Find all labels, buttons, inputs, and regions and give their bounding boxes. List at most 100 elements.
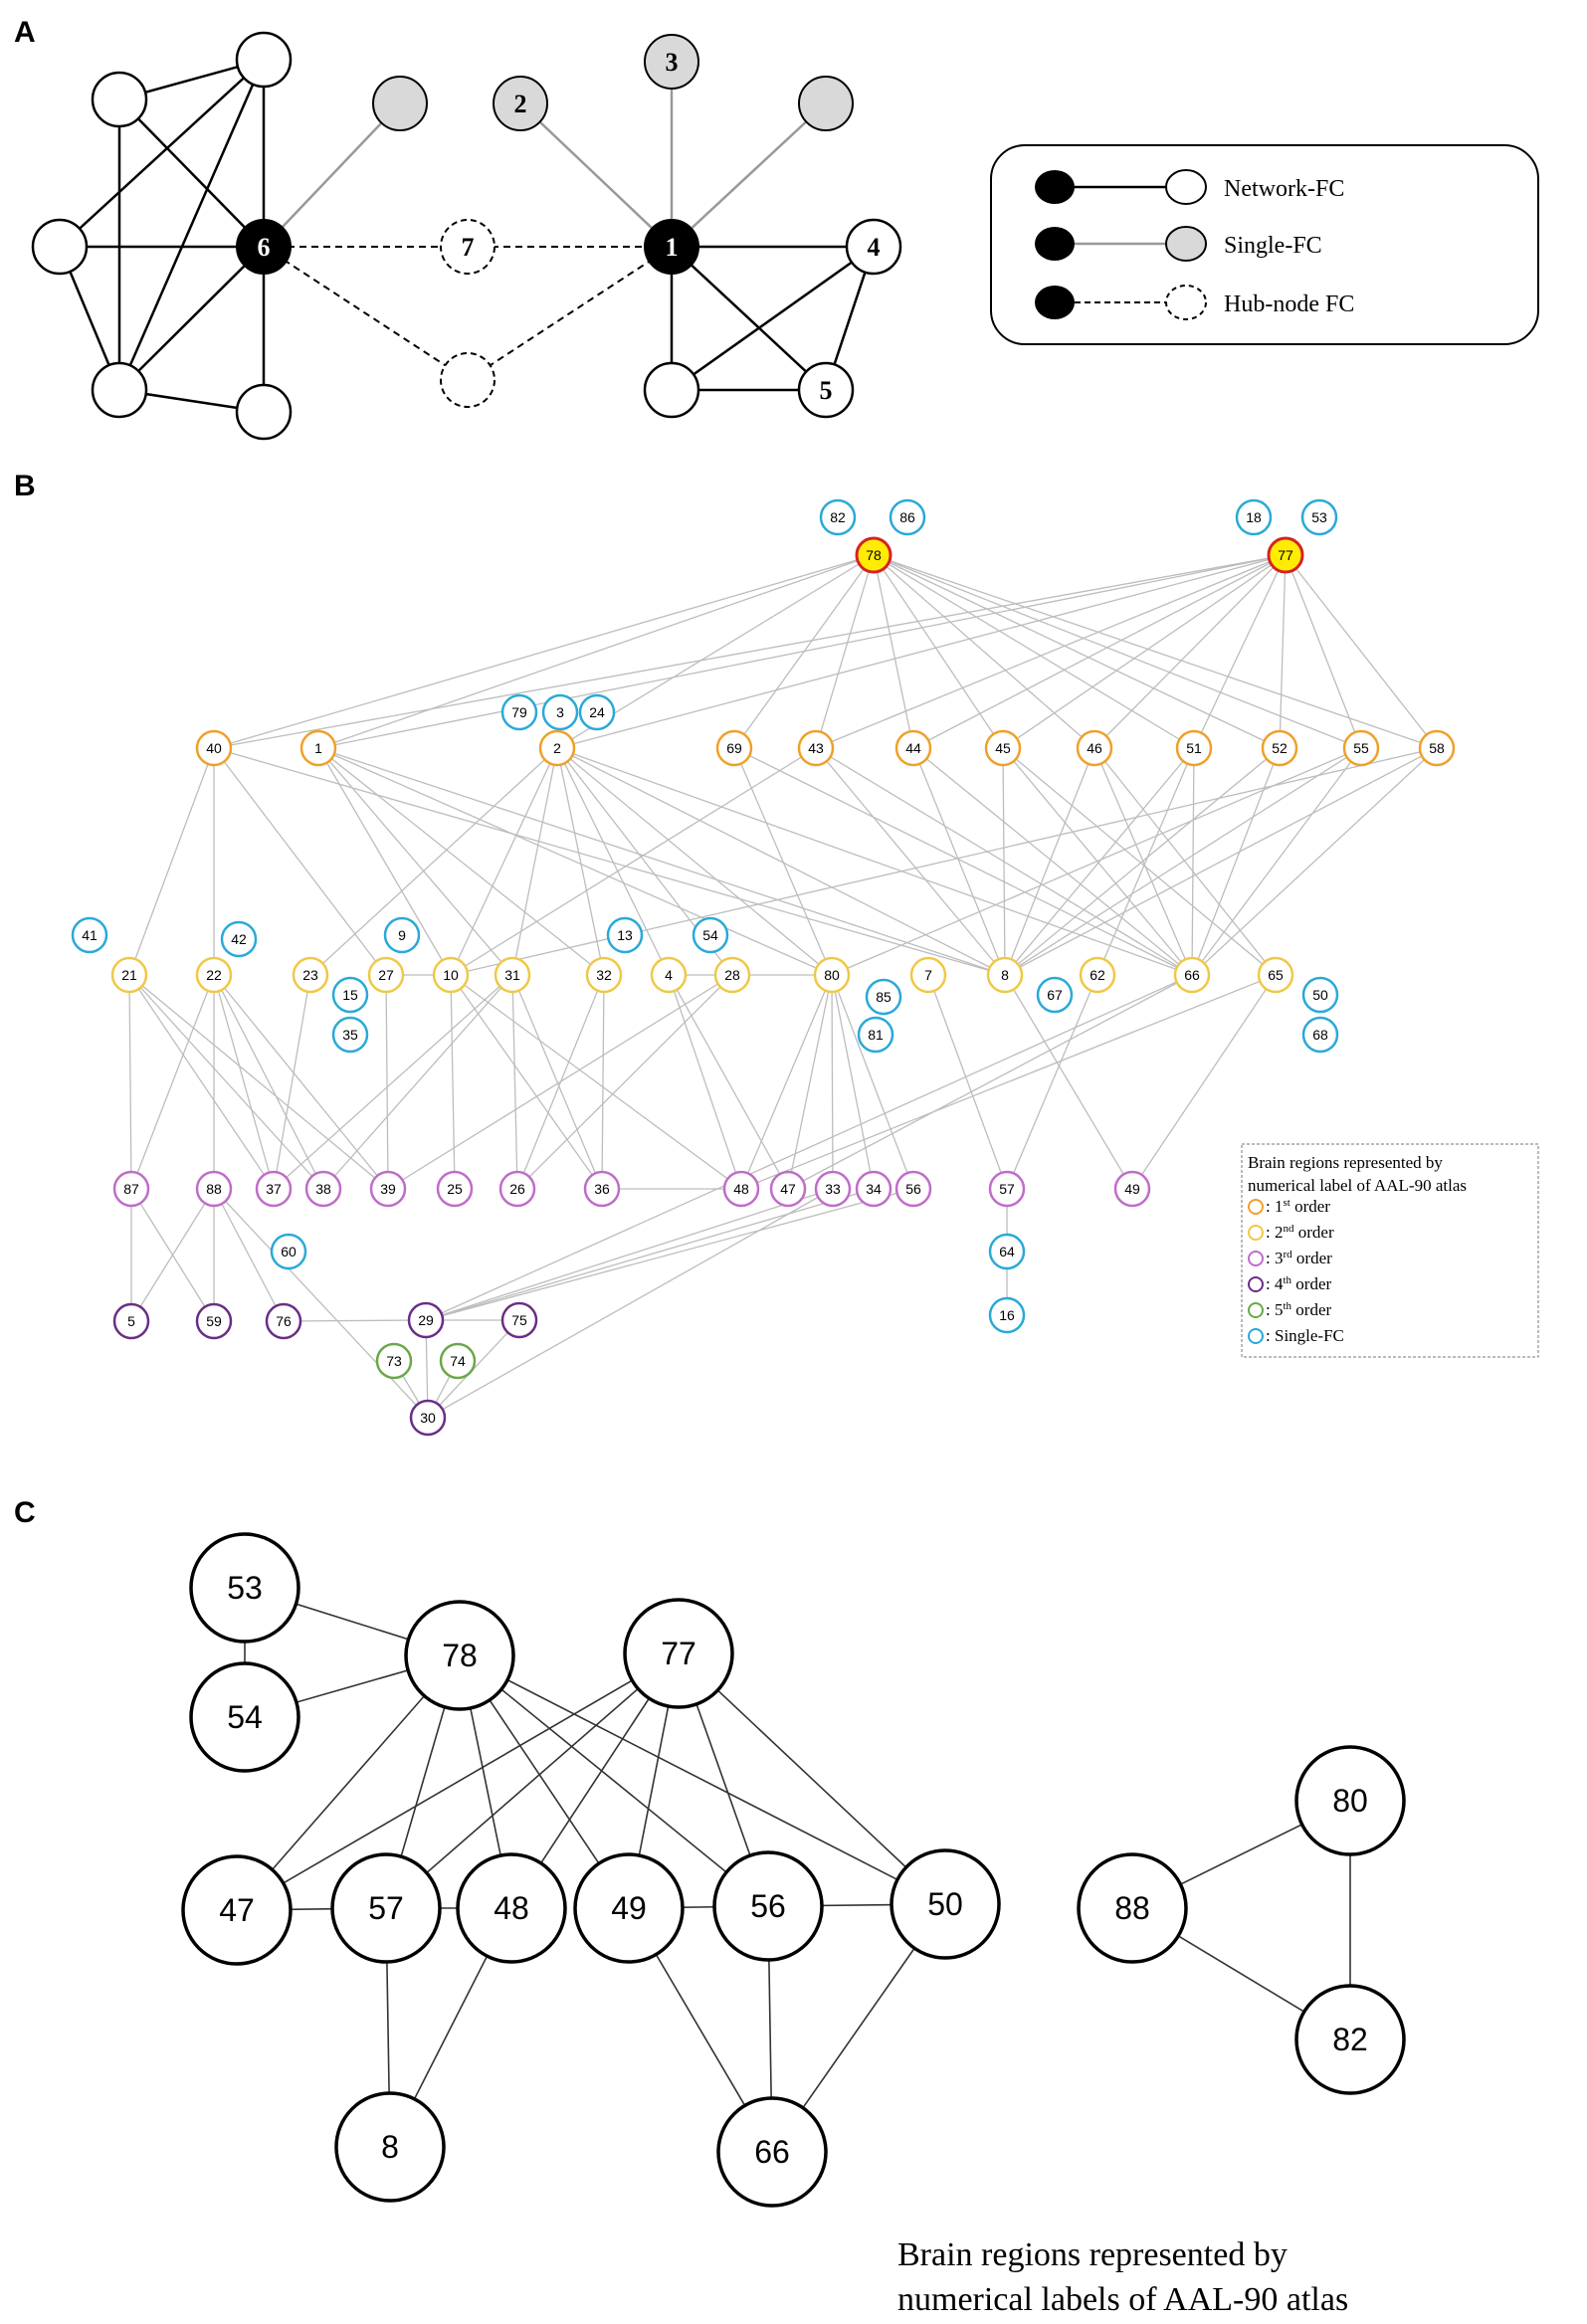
- b-node-45: [984, 729, 1022, 767]
- c-edge-77-47: [236, 1652, 680, 1911]
- b-edge-40-21: [128, 747, 215, 976]
- a-node-n1: [644, 219, 699, 275]
- b-node-label-27: 27: [378, 967, 394, 983]
- a-edge-n4-nb: [671, 245, 875, 392]
- a-node-n5: [797, 361, 855, 419]
- a-node-L4: [91, 361, 148, 419]
- b-node-38: [304, 1170, 342, 1208]
- c-node-label-49: 49: [611, 1890, 647, 1926]
- a-node-L5: [235, 383, 293, 441]
- b-node-65: [1257, 956, 1294, 994]
- b-node-label-59: 59: [206, 1313, 222, 1329]
- b-node-10: [432, 956, 470, 994]
- c-edge-77-57: [385, 1652, 680, 1909]
- b-node-label-7: 7: [924, 967, 932, 983]
- b-node-48: [722, 1170, 760, 1208]
- b-edge-88-5: [130, 1188, 215, 1322]
- b-edge-2-31: [511, 747, 558, 976]
- b-edge-22-87: [130, 974, 215, 1190]
- b-node-label-22: 22: [206, 967, 222, 983]
- a-node-label-n7: 7: [462, 233, 475, 262]
- b-node-label-28: 28: [724, 967, 740, 983]
- b-node-39: [369, 1170, 407, 1208]
- b-node-label-46: 46: [1087, 740, 1102, 756]
- legend-box: [990, 144, 1539, 345]
- b-node-43: [797, 729, 835, 767]
- b-edge-22-37: [213, 974, 275, 1190]
- b-edge-1-31: [317, 747, 513, 976]
- b-node-label-33: 33: [825, 1181, 841, 1197]
- b-edge-31-37: [273, 974, 513, 1190]
- b-node-1: [299, 729, 337, 767]
- legend-network-node: [1165, 169, 1207, 205]
- a-node-ng2: [798, 76, 854, 131]
- b-node-55: [1342, 729, 1380, 767]
- c-node-54: [189, 1661, 300, 1773]
- b-node-label-24: 24: [589, 704, 605, 720]
- b-edge-65-48: [740, 974, 1277, 1190]
- b-edge-78-1: [317, 554, 875, 749]
- b-legend-swatch-1: [1248, 1225, 1264, 1241]
- b-node-31: [494, 956, 531, 994]
- c-node-label-80: 80: [1332, 1783, 1368, 1819]
- b-edge-77-40: [213, 554, 1287, 749]
- legend-single-label: Single-FC: [1224, 233, 1322, 259]
- b-edge-1-80: [317, 747, 833, 976]
- b-edge-51-66: [1191, 747, 1195, 976]
- legend-hub-hub-node: [1035, 286, 1075, 319]
- panel-c-caption-line2: numerical labels of AAL-90 atlas: [897, 2281, 1348, 2318]
- b-edge-29-33: [425, 1188, 834, 1321]
- b-node-label-66: 66: [1184, 967, 1200, 983]
- b-edge-66-47: [787, 974, 1193, 1190]
- b-node-label-54: 54: [702, 927, 718, 943]
- b-edge-55-66: [1191, 747, 1362, 976]
- b-node-label-29: 29: [418, 1312, 434, 1328]
- b-node-79: [500, 693, 538, 731]
- panel-a-legend: Network-FC Single-FC Hub-node FC: [990, 144, 1539, 345]
- a-node-nd: [440, 352, 496, 408]
- c-node-label-77: 77: [661, 1636, 696, 1671]
- b-node-label-18: 18: [1246, 509, 1262, 525]
- b-legend-title-line1: Brain regions represented by: [1248, 1153, 1443, 1172]
- c-node-47: [181, 1854, 293, 1966]
- c-node-53: [189, 1532, 300, 1644]
- c-node-56: [712, 1850, 824, 1962]
- b-node-label-13: 13: [617, 927, 633, 943]
- b-node-label-39: 39: [380, 1181, 396, 1197]
- b-node-label-41: 41: [82, 927, 98, 943]
- b-node-label-25: 25: [447, 1181, 463, 1197]
- c-node-label-78: 78: [442, 1638, 478, 1673]
- b-edge-78-55: [873, 554, 1362, 749]
- b-node-label-79: 79: [511, 704, 527, 720]
- b-node-34: [855, 1170, 893, 1208]
- b-edge-80-33: [831, 974, 834, 1190]
- b-node-label-4: 4: [665, 967, 673, 983]
- b-edge-21-39: [128, 974, 389, 1190]
- b-edge-31-36: [511, 974, 603, 1190]
- b-edge-77-58: [1285, 554, 1438, 749]
- a-edge-n6-ng1: [263, 102, 401, 248]
- a-node-label-n6: 6: [258, 233, 271, 262]
- c-node-label-56: 56: [750, 1888, 786, 1924]
- b-node-74: [439, 1342, 477, 1380]
- b-node-24: [578, 693, 616, 731]
- b-node-label-73: 73: [386, 1353, 402, 1369]
- legend-hub-label: Hub-node FC: [1224, 291, 1354, 317]
- b-node-label-1: 1: [314, 740, 322, 756]
- b-edge-22-39: [213, 974, 389, 1190]
- a-node-L2: [235, 31, 293, 89]
- b-edge-45-65: [1002, 747, 1277, 976]
- c-node-49: [573, 1852, 685, 1964]
- b-edge-78-51: [873, 554, 1195, 749]
- c-node-8: [334, 2091, 446, 2203]
- b-edge-77-1: [317, 554, 1287, 749]
- b-node-label-88: 88: [206, 1181, 222, 1197]
- b-node-15: [331, 976, 369, 1014]
- b-edge-21-37: [128, 974, 275, 1190]
- b-edge-27-39: [385, 974, 389, 1190]
- c-node-80: [1294, 1745, 1406, 1856]
